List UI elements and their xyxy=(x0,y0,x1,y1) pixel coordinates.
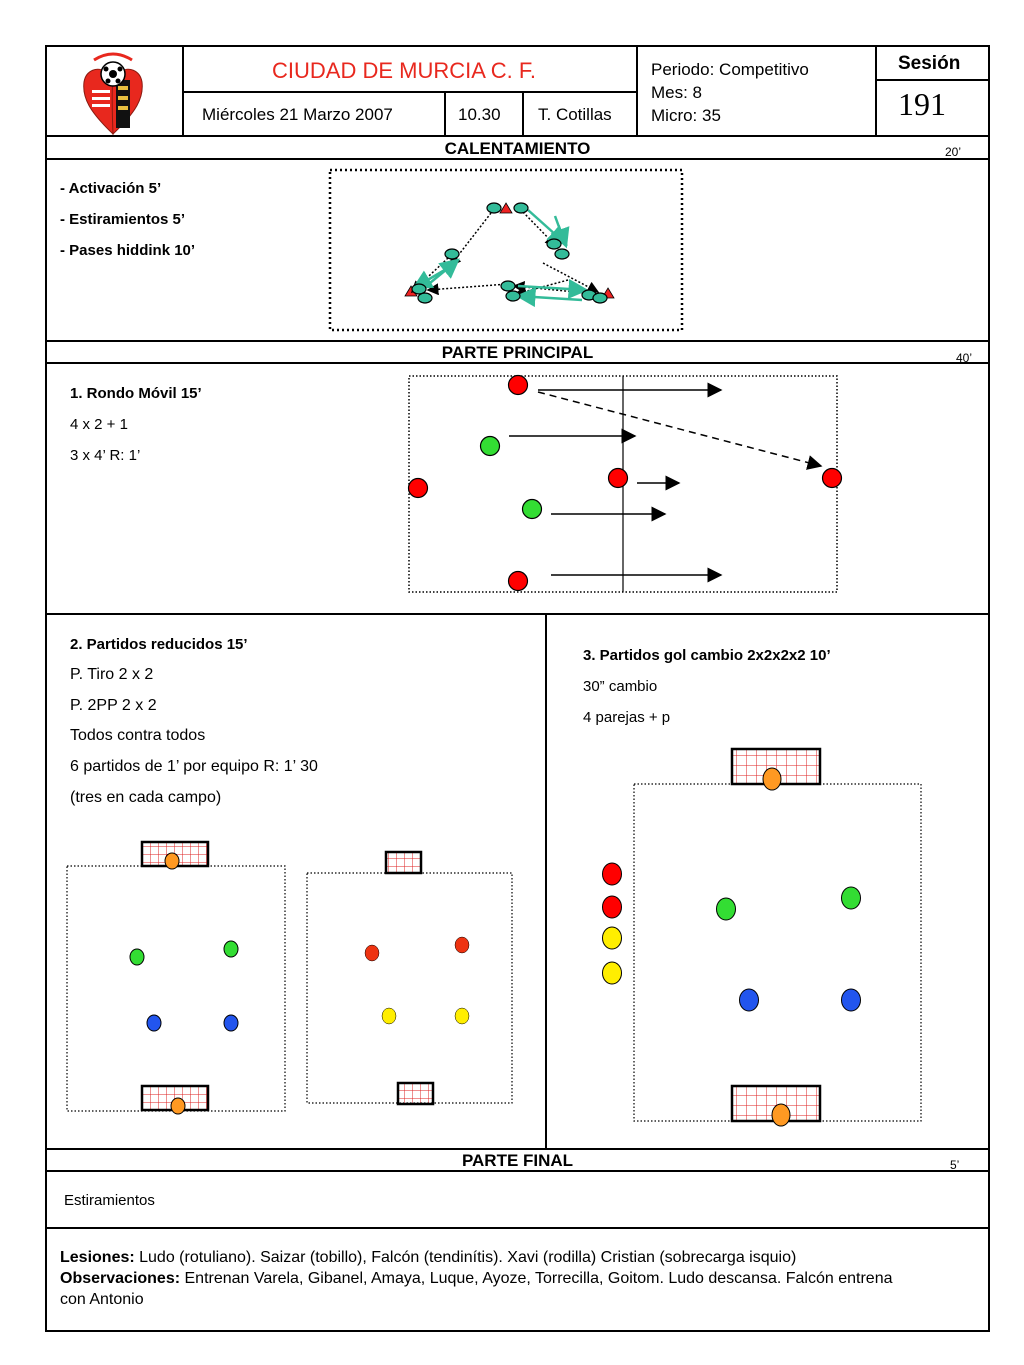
session-label: Sesión xyxy=(898,53,961,74)
small-game-diagram-2 xyxy=(306,850,513,1106)
session-time: 10.30 xyxy=(458,105,501,124)
club-name: CIUDAD DE MURCIA C. F. xyxy=(272,58,537,83)
warmup-duration: 20’ xyxy=(945,145,962,159)
period-text: Periodo: Competitivo xyxy=(651,60,809,79)
final-text: Estiramientos xyxy=(64,1192,155,1209)
section-divider xyxy=(45,158,990,160)
final-duration: 5’ xyxy=(950,1158,960,1172)
header-bottom xyxy=(45,135,990,137)
header-divider xyxy=(636,45,638,137)
warmup-title: CALENTAMIENTO xyxy=(444,139,591,158)
month-text: Mes: 8 xyxy=(651,83,703,102)
section-divider xyxy=(45,362,990,364)
ex3-line: 30” cambio xyxy=(583,678,658,695)
column-divider xyxy=(545,613,547,1149)
injuries-line: Lesiones: Ludo (rotuliano). Saizar (tobi… xyxy=(60,1249,796,1267)
section-divider xyxy=(45,1148,990,1150)
header-divider xyxy=(875,79,990,81)
header-divider xyxy=(875,45,877,137)
ex2-line: P. 2PP 2 x 2 xyxy=(70,697,157,714)
observations-line-2: con Antonio xyxy=(60,1291,144,1308)
warmup-item: - Pases hiddink 10’ xyxy=(60,242,196,259)
micro-text: Micro: 35 xyxy=(651,106,721,125)
header-divider xyxy=(444,91,446,137)
section-divider xyxy=(45,340,990,342)
ex2-line: 6 partidos de 1’ por equipo R: 1’ 30 xyxy=(70,758,318,775)
ex2-line: Todos contra todos xyxy=(70,727,206,744)
injuries-label: Lesiones: xyxy=(60,1249,135,1266)
ex2-line: (tres en cada campo) xyxy=(70,789,222,806)
change-goal-diagram xyxy=(602,747,922,1127)
ex3-title: 3. Partidos gol cambio 2x2x2x2 10’ xyxy=(583,647,831,664)
warmup-diagram xyxy=(328,168,684,332)
coach-name: T. Cotillas xyxy=(538,105,612,124)
final-title: PARTE FINAL xyxy=(461,1151,574,1170)
observations-text: Entrenan Varela, Gibanel, Amaya, Luque, … xyxy=(180,1270,893,1287)
observations-label: Observaciones: xyxy=(60,1270,181,1287)
main-title: PARTE PRINCIPAL xyxy=(441,343,594,362)
section-divider xyxy=(45,1227,990,1229)
ex2-line: P. Tiro 2 x 2 xyxy=(70,666,154,683)
ex1-title: 1. Rondo Móvil 15’ xyxy=(70,385,202,402)
club-crest-logo xyxy=(83,52,143,136)
warmup-item: - Activación 5’ xyxy=(60,180,162,197)
section-divider xyxy=(45,613,990,615)
warmup-item: - Estiramientos 5’ xyxy=(60,211,186,228)
injuries-text: Ludo (rotuliano). Saizar (tobillo), Falc… xyxy=(134,1249,797,1266)
session-number: 191 xyxy=(898,86,946,122)
ex2-title: 2. Partidos reducidos 15’ xyxy=(70,636,248,653)
main-duration: 40’ xyxy=(956,351,973,365)
header-divider xyxy=(522,91,524,137)
ex1-line: 4 x 2 + 1 xyxy=(70,416,128,433)
ex1-line: 3 x 4’ R: 1’ xyxy=(70,447,141,464)
small-game-diagram-1 xyxy=(66,840,286,1115)
session-sheet xyxy=(45,45,990,1332)
rondo-diagram xyxy=(407,374,843,593)
header-divider xyxy=(182,91,637,93)
ex3-line: 4 parejas + p xyxy=(583,709,671,726)
session-date: Miércoles 21 Marzo 2007 xyxy=(202,105,393,124)
observations-line: Observaciones: Entrenan Varela, Gibanel,… xyxy=(60,1270,893,1288)
section-divider xyxy=(45,1170,990,1172)
